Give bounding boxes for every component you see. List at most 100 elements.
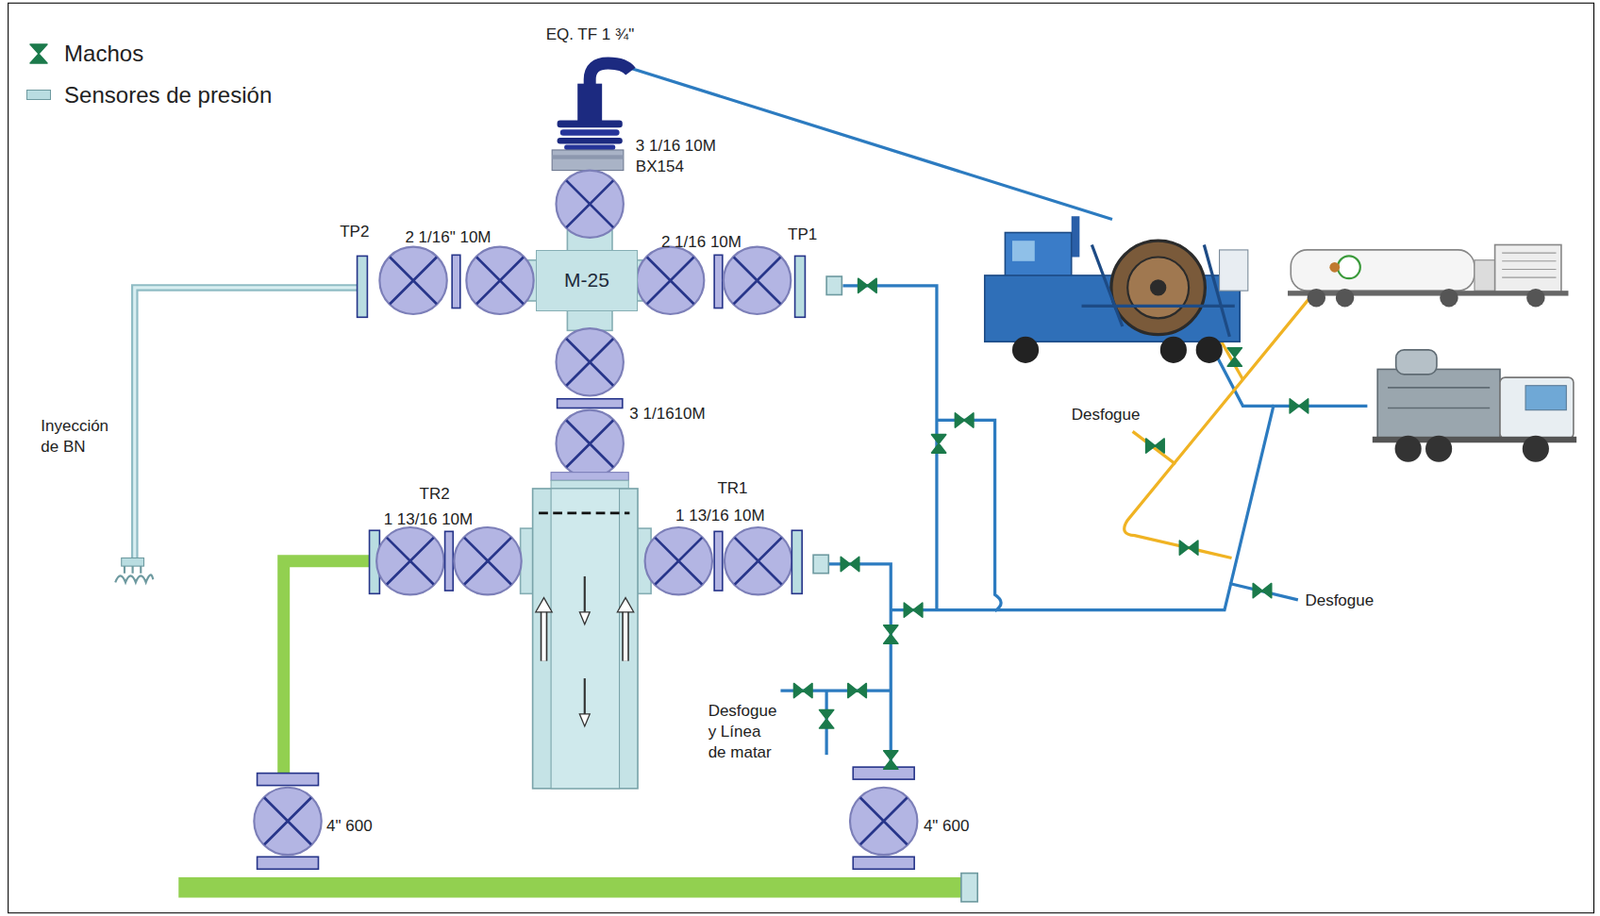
nitrogen-unit [1474, 260, 1496, 291]
christmas-tree [636, 247, 704, 315]
coil-tubing-unit [1111, 240, 1206, 334]
part-label: TR1 [716, 478, 748, 500]
pump-unit [1522, 435, 1550, 463]
nitrogen-line [1133, 431, 1176, 465]
christmas-tree [550, 480, 629, 489]
wellhead-spool [541, 610, 546, 662]
nitrogen-unit [1337, 255, 1361, 279]
part-label: Desfogue [1304, 590, 1374, 612]
gas-lift-line [134, 287, 360, 560]
pump-unit [1372, 350, 1577, 463]
casing-valves [453, 527, 521, 595]
part-label: 4" 600 [923, 816, 970, 837]
coil-tubing-unit [1219, 250, 1249, 291]
wellhead-spool [623, 610, 628, 662]
casing-valves [813, 554, 829, 573]
coil-tubing-injector [551, 63, 631, 171]
plug-valve [1252, 583, 1271, 598]
coil-tubing-unit [1071, 216, 1081, 257]
nitrogen-unit [1290, 250, 1475, 291]
nitrogen-unit [1495, 245, 1562, 294]
casing-valves [369, 527, 830, 595]
nitrogen-unit [1335, 288, 1354, 307]
nitrogen-unit [1501, 252, 1556, 278]
part-label: TR2 [419, 483, 450, 505]
wellhead-spool [583, 576, 586, 616]
part-label: 1 13/16 10M [383, 509, 474, 531]
legend-text: Sensores de presión [64, 82, 272, 109]
service-line [936, 419, 1001, 611]
pump-unit [1425, 435, 1452, 463]
casing-valves [445, 531, 454, 591]
plug-valve [932, 434, 947, 453]
node-label: M-25 [564, 268, 610, 292]
cross-body: M-25 [535, 250, 638, 312]
nitrogen-unit [1439, 288, 1458, 307]
christmas-tree [357, 255, 368, 317]
plug-valve [883, 750, 899, 769]
part-label: TP1 [787, 224, 817, 246]
plug-valve [954, 413, 973, 428]
plug-valve [1179, 540, 1198, 555]
casing-valves [791, 530, 802, 594]
wellhead-spool [616, 598, 634, 613]
christmas-tree [826, 276, 842, 295]
coil-tubing-injector [564, 145, 616, 150]
gas-lift-line [121, 557, 145, 567]
coil-tubing-unit [984, 216, 1249, 364]
line-valve [852, 856, 915, 869]
christmas-tree [795, 255, 806, 317]
part-label: 2 1/16 10M [661, 232, 742, 253]
christmas-tree [555, 328, 623, 396]
line-valve [850, 787, 917, 855]
plug-valve [858, 278, 877, 293]
wellhead-spool [621, 610, 630, 662]
casing-valves [376, 527, 444, 595]
plug-valve [794, 683, 813, 698]
coil-tubing-unit [1012, 240, 1035, 262]
nitrogen-unit [1307, 288, 1326, 307]
plug-valve [1227, 348, 1242, 367]
plug-valve [903, 602, 922, 617]
coil-tubing-unit [1160, 336, 1187, 364]
legend-text: Machos [64, 40, 144, 67]
christmas-tree [723, 247, 791, 315]
coil-tubing-unit [1196, 336, 1223, 364]
part-label: EQ. TF 1 ¾" [546, 24, 635, 46]
plug-valve [840, 556, 859, 571]
christmas-tree [379, 247, 447, 315]
legend-swatch [26, 89, 51, 100]
legend-symbol [30, 44, 48, 64]
pump-unit [1387, 387, 1490, 409]
part-label: 1 13/16 10M [675, 505, 766, 527]
pump-unit [1395, 435, 1422, 463]
frame [8, 2, 1595, 914]
christmas-tree [550, 472, 629, 482]
casing-valves [724, 527, 792, 595]
coil-tubing-unit [1127, 256, 1189, 318]
christmas-tree [555, 170, 623, 238]
wellhead-spool [579, 714, 590, 727]
legend-entry: Sensores de presión [26, 82, 272, 109]
coil-tubing-unit [1012, 336, 1039, 364]
part-label: Inyección de BN [40, 416, 121, 458]
christmas-tree [555, 410, 623, 478]
service-line [890, 405, 1367, 610]
part-label: 3 1/1610M [629, 403, 705, 425]
legend-entry: Machos [26, 40, 144, 67]
part-label: 4" 600 [326, 816, 373, 837]
coil-tubing-unit [1082, 245, 1235, 337]
nitrogen-unit [1329, 262, 1340, 273]
pump-unit [1525, 385, 1567, 411]
wellhead-spool [533, 488, 638, 789]
coil-tubing-injector [551, 150, 624, 171]
nitrogen-unit [1526, 288, 1545, 307]
wellhead-spool [535, 598, 552, 613]
plug-valve [1146, 438, 1165, 453]
plug-valve [819, 710, 834, 729]
service-line [1229, 583, 1298, 600]
christmas-tree [714, 254, 723, 308]
pump-unit [1500, 377, 1574, 439]
